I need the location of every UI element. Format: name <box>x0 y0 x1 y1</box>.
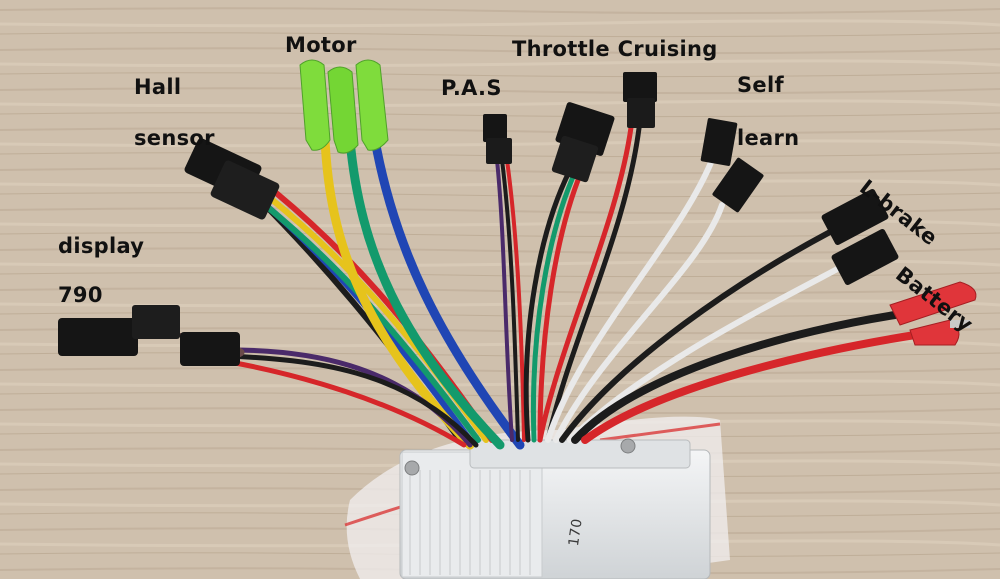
motor-phase-connectors <box>299 59 389 154</box>
wire-bundle <box>178 117 919 450</box>
pas-connector <box>483 114 512 164</box>
display-label: display <box>58 234 145 258</box>
hall-sensor-connector <box>184 138 280 220</box>
learn-label: learn <box>737 126 800 150</box>
pas-label: P.A.S <box>441 76 502 100</box>
controller-body <box>399 438 711 579</box>
display-model-label: 790 <box>58 283 103 307</box>
lbrake-connectors <box>821 188 899 286</box>
self-learn-connectors <box>700 118 764 213</box>
self-label: Self <box>737 73 784 97</box>
motor-label: Motor <box>285 33 357 57</box>
throttle-connector <box>551 102 615 183</box>
display-connector <box>58 305 240 366</box>
hall-label: Hall <box>134 75 182 99</box>
battery-terminals <box>889 281 977 346</box>
throttle-cruising-label: Throttle Cruising <box>512 37 718 61</box>
sensor-label: sensor <box>134 126 215 150</box>
cruising-connector <box>623 72 657 128</box>
